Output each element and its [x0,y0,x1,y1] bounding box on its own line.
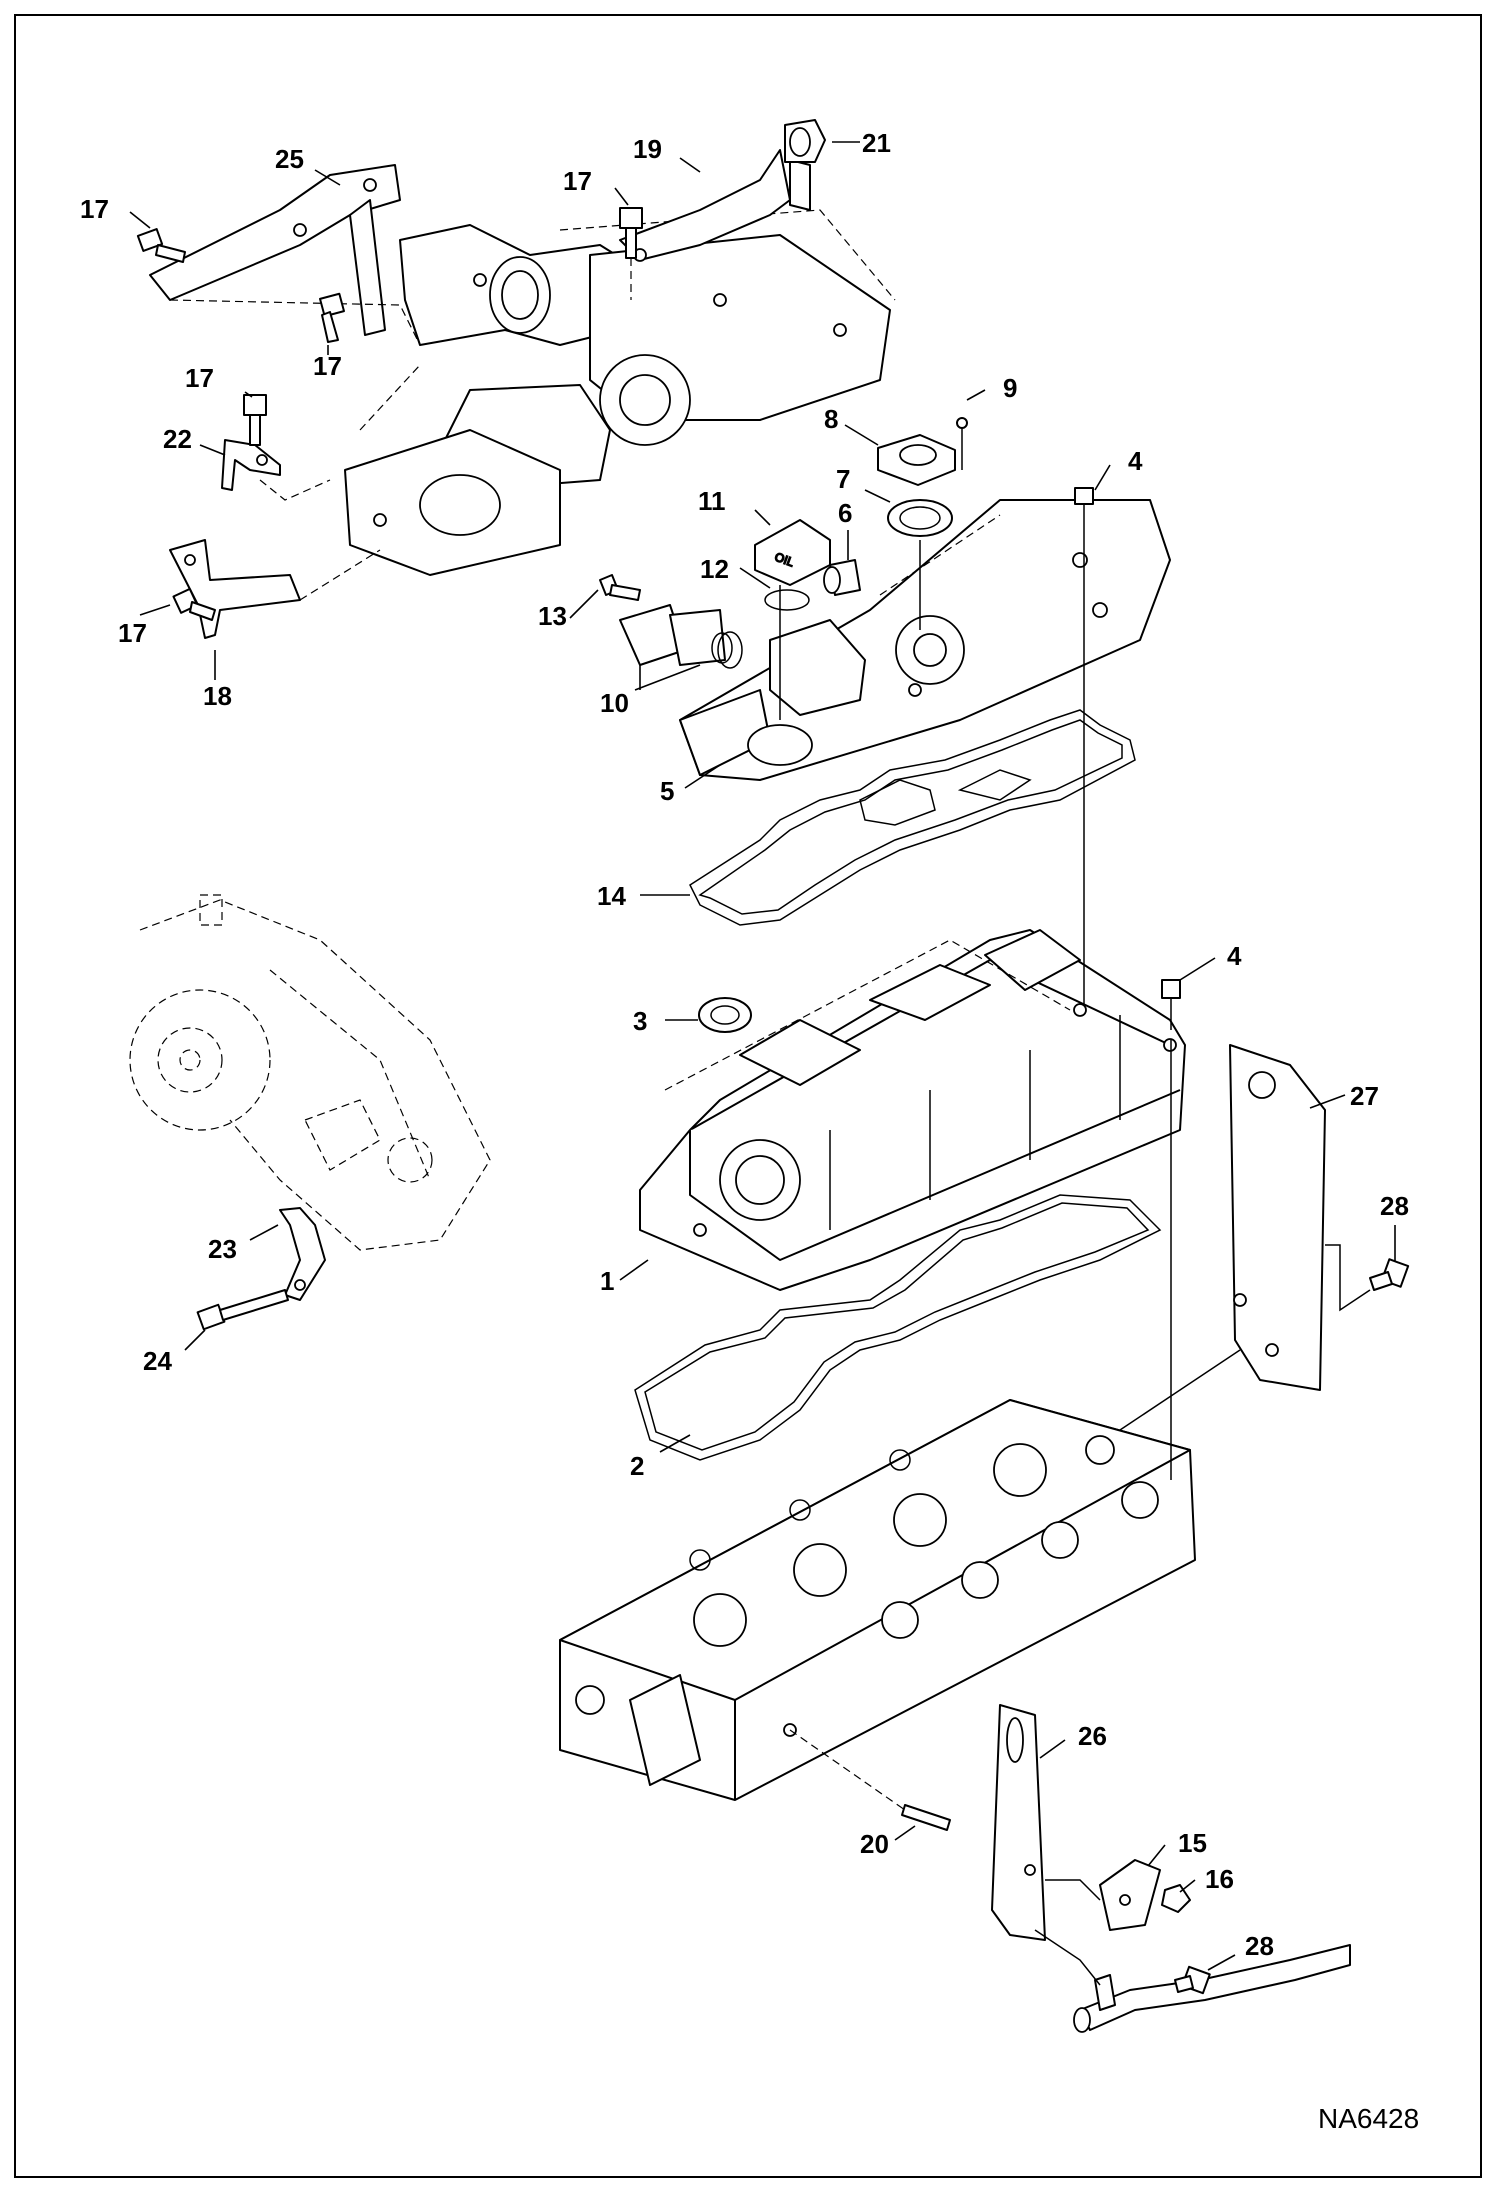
lifting-eye-27-icon [1229,1044,1326,1391]
callout-23: 23 [208,1234,237,1264]
rocker-cover-gasket-2-icon [634,1194,1162,1461]
nut-16-icon [1161,1884,1191,1913]
callout-labels: 1 2 3 4 4 5 6 7 8 9 10 11 12 13 14 15 16… [80,128,1419,2134]
intake-housing-assembly-icon [344,209,896,576]
bolt-17c-icon [619,207,643,259]
callout-28a: 28 [1380,1191,1409,1221]
leader-lines [129,141,1396,1971]
callout-17b: 17 [313,351,342,381]
bracket-25-icon [149,164,401,336]
bolt-17d-icon [243,394,267,446]
callout-2: 2 [630,1451,644,1481]
callout-3: 3 [633,1006,647,1036]
callout-11: 11 [698,486,726,516]
callout-22: 22 [163,424,192,454]
callout-19: 19 [633,134,662,164]
callout-9: 9 [1003,373,1017,403]
cover-gasket-14-icon [689,709,1136,926]
oil-seal-3-icon [698,997,752,1033]
callout-4b: 4 [1227,941,1242,971]
screw-9-icon [956,417,968,470]
bushing-21-icon [784,119,826,163]
rocker-cover-1-icon [639,929,1186,1291]
bolt-17a-icon [136,228,186,263]
stud-20-icon [901,1804,951,1831]
bracket-15-icon [1099,1859,1161,1931]
breather-valve-6-icon [823,559,861,596]
callout-7: 7 [836,464,850,494]
callout-1: 1 [600,1266,614,1296]
callout-21: 21 [862,128,891,158]
bracket-22-icon [221,439,281,491]
bolt-4b-icon [1161,979,1181,1030]
bolt-28b-icon [1174,1965,1211,1995]
bolt-28a-icon [1369,1258,1410,1291]
callout-17c: 17 [563,166,592,196]
callout-27: 27 [1350,1081,1379,1111]
bracket-23-icon [279,1207,326,1301]
callout-17e: 17 [118,618,147,648]
callout-16: 16 [1205,1864,1234,1894]
diagram-id: NA6428 [1318,2103,1419,2134]
callout-4a: 4 [1128,446,1143,476]
screw-13-icon [599,574,641,601]
cylinder-head-icon [559,1399,1196,1801]
callout-20: 20 [860,1829,889,1859]
o-ring-10-icon [717,631,743,669]
breather-housing-5-icon [679,499,1171,781]
callout-8: 8 [824,404,838,434]
o-ring-12-icon [764,589,810,611]
callout-28b: 28 [1245,1931,1274,1961]
pipe-icon [1073,1944,1351,2033]
callout-25: 25 [275,144,304,174]
bolt-4a-icon [1074,487,1094,520]
callout-26: 26 [1078,1721,1107,1751]
callout-6: 6 [838,498,852,528]
bolt-17b-icon [319,292,345,343]
sensor-10-icon [619,604,733,666]
cap-8-icon [877,434,956,486]
diagram-frame [14,14,1482,2178]
callout-10: 10 [600,688,629,718]
bracket-26-icon [991,1704,1046,1941]
callout-14: 14 [597,881,626,911]
callout-15: 15 [1178,1828,1207,1858]
oil-filler-cap-11-icon: OIL [754,519,831,586]
callout-17d: 17 [185,363,214,393]
callout-12: 12 [700,554,729,584]
callout-5: 5 [660,776,674,806]
callout-17a: 17 [80,194,109,224]
callout-13: 13 [538,601,567,631]
callout-24: 24 [143,1346,172,1376]
water-pump-icon [129,894,491,1251]
bolt-24-icon [196,1289,289,1331]
callout-18: 18 [203,681,232,711]
filter-element-7-icon [887,499,953,537]
bolt-17e-icon [172,587,216,621]
